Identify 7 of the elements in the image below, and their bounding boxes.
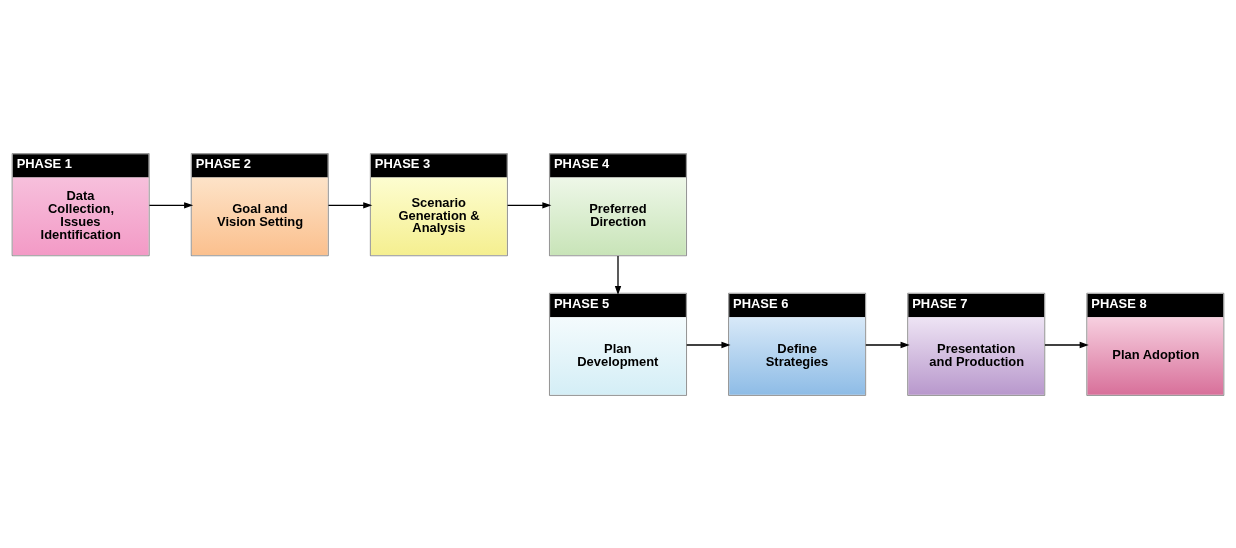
- arrow: [686, 341, 731, 348]
- arrow: [148, 201, 194, 208]
- arrow: [327, 201, 373, 208]
- arrow: [614, 254, 622, 295]
- arrow: [1044, 341, 1089, 348]
- arrow: [865, 341, 910, 348]
- arrow: [507, 201, 552, 208]
